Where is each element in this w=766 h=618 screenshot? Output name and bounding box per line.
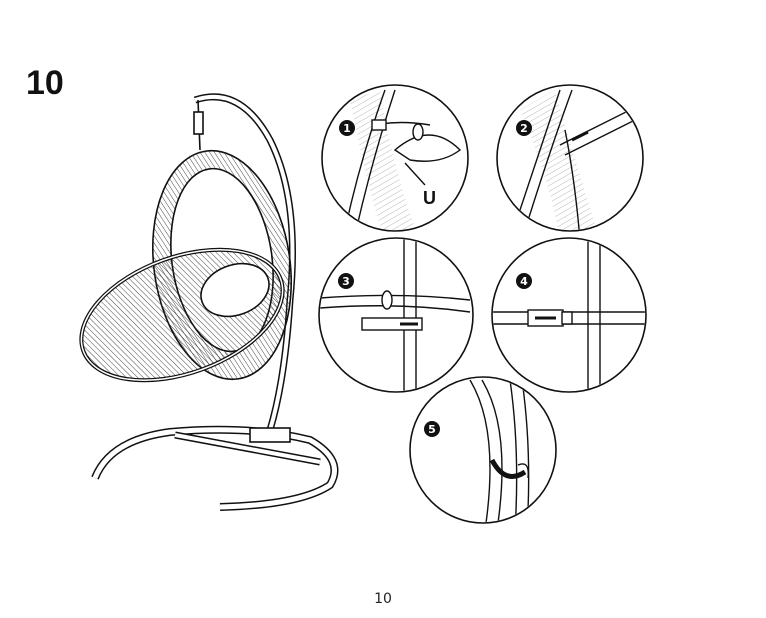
step-badge-5-text: 5 — [428, 423, 436, 436]
step-badge-3 — [338, 273, 354, 289]
detail-2 — [514, 89, 642, 230]
page-number: 10 — [374, 591, 392, 607]
detail-1-frame — [321, 84, 469, 232]
part-label-u: U — [423, 188, 436, 208]
step-badge-2 — [516, 120, 532, 136]
detail-1 — [344, 89, 462, 230]
detail-4-frame — [491, 237, 647, 393]
step-badge-4 — [516, 273, 532, 289]
step-badge-5 — [424, 421, 440, 437]
step-badge-4-text: 4 — [520, 275, 528, 288]
step-badge-1-text: 1 — [343, 122, 351, 135]
detail-3-frame — [318, 237, 474, 393]
hanging-chair-drawing — [79, 93, 339, 511]
detail-5-frame — [409, 376, 557, 524]
detail-5 — [469, 379, 530, 522]
step-badge-3-text: 3 — [342, 275, 350, 288]
detail-3 — [320, 239, 471, 391]
step-badge-2-text: 2 — [520, 122, 528, 135]
detail-4 — [493, 239, 645, 391]
step-number: 10 — [26, 64, 64, 102]
detail-2-frame — [496, 84, 644, 232]
step-badge-1 — [339, 120, 355, 136]
